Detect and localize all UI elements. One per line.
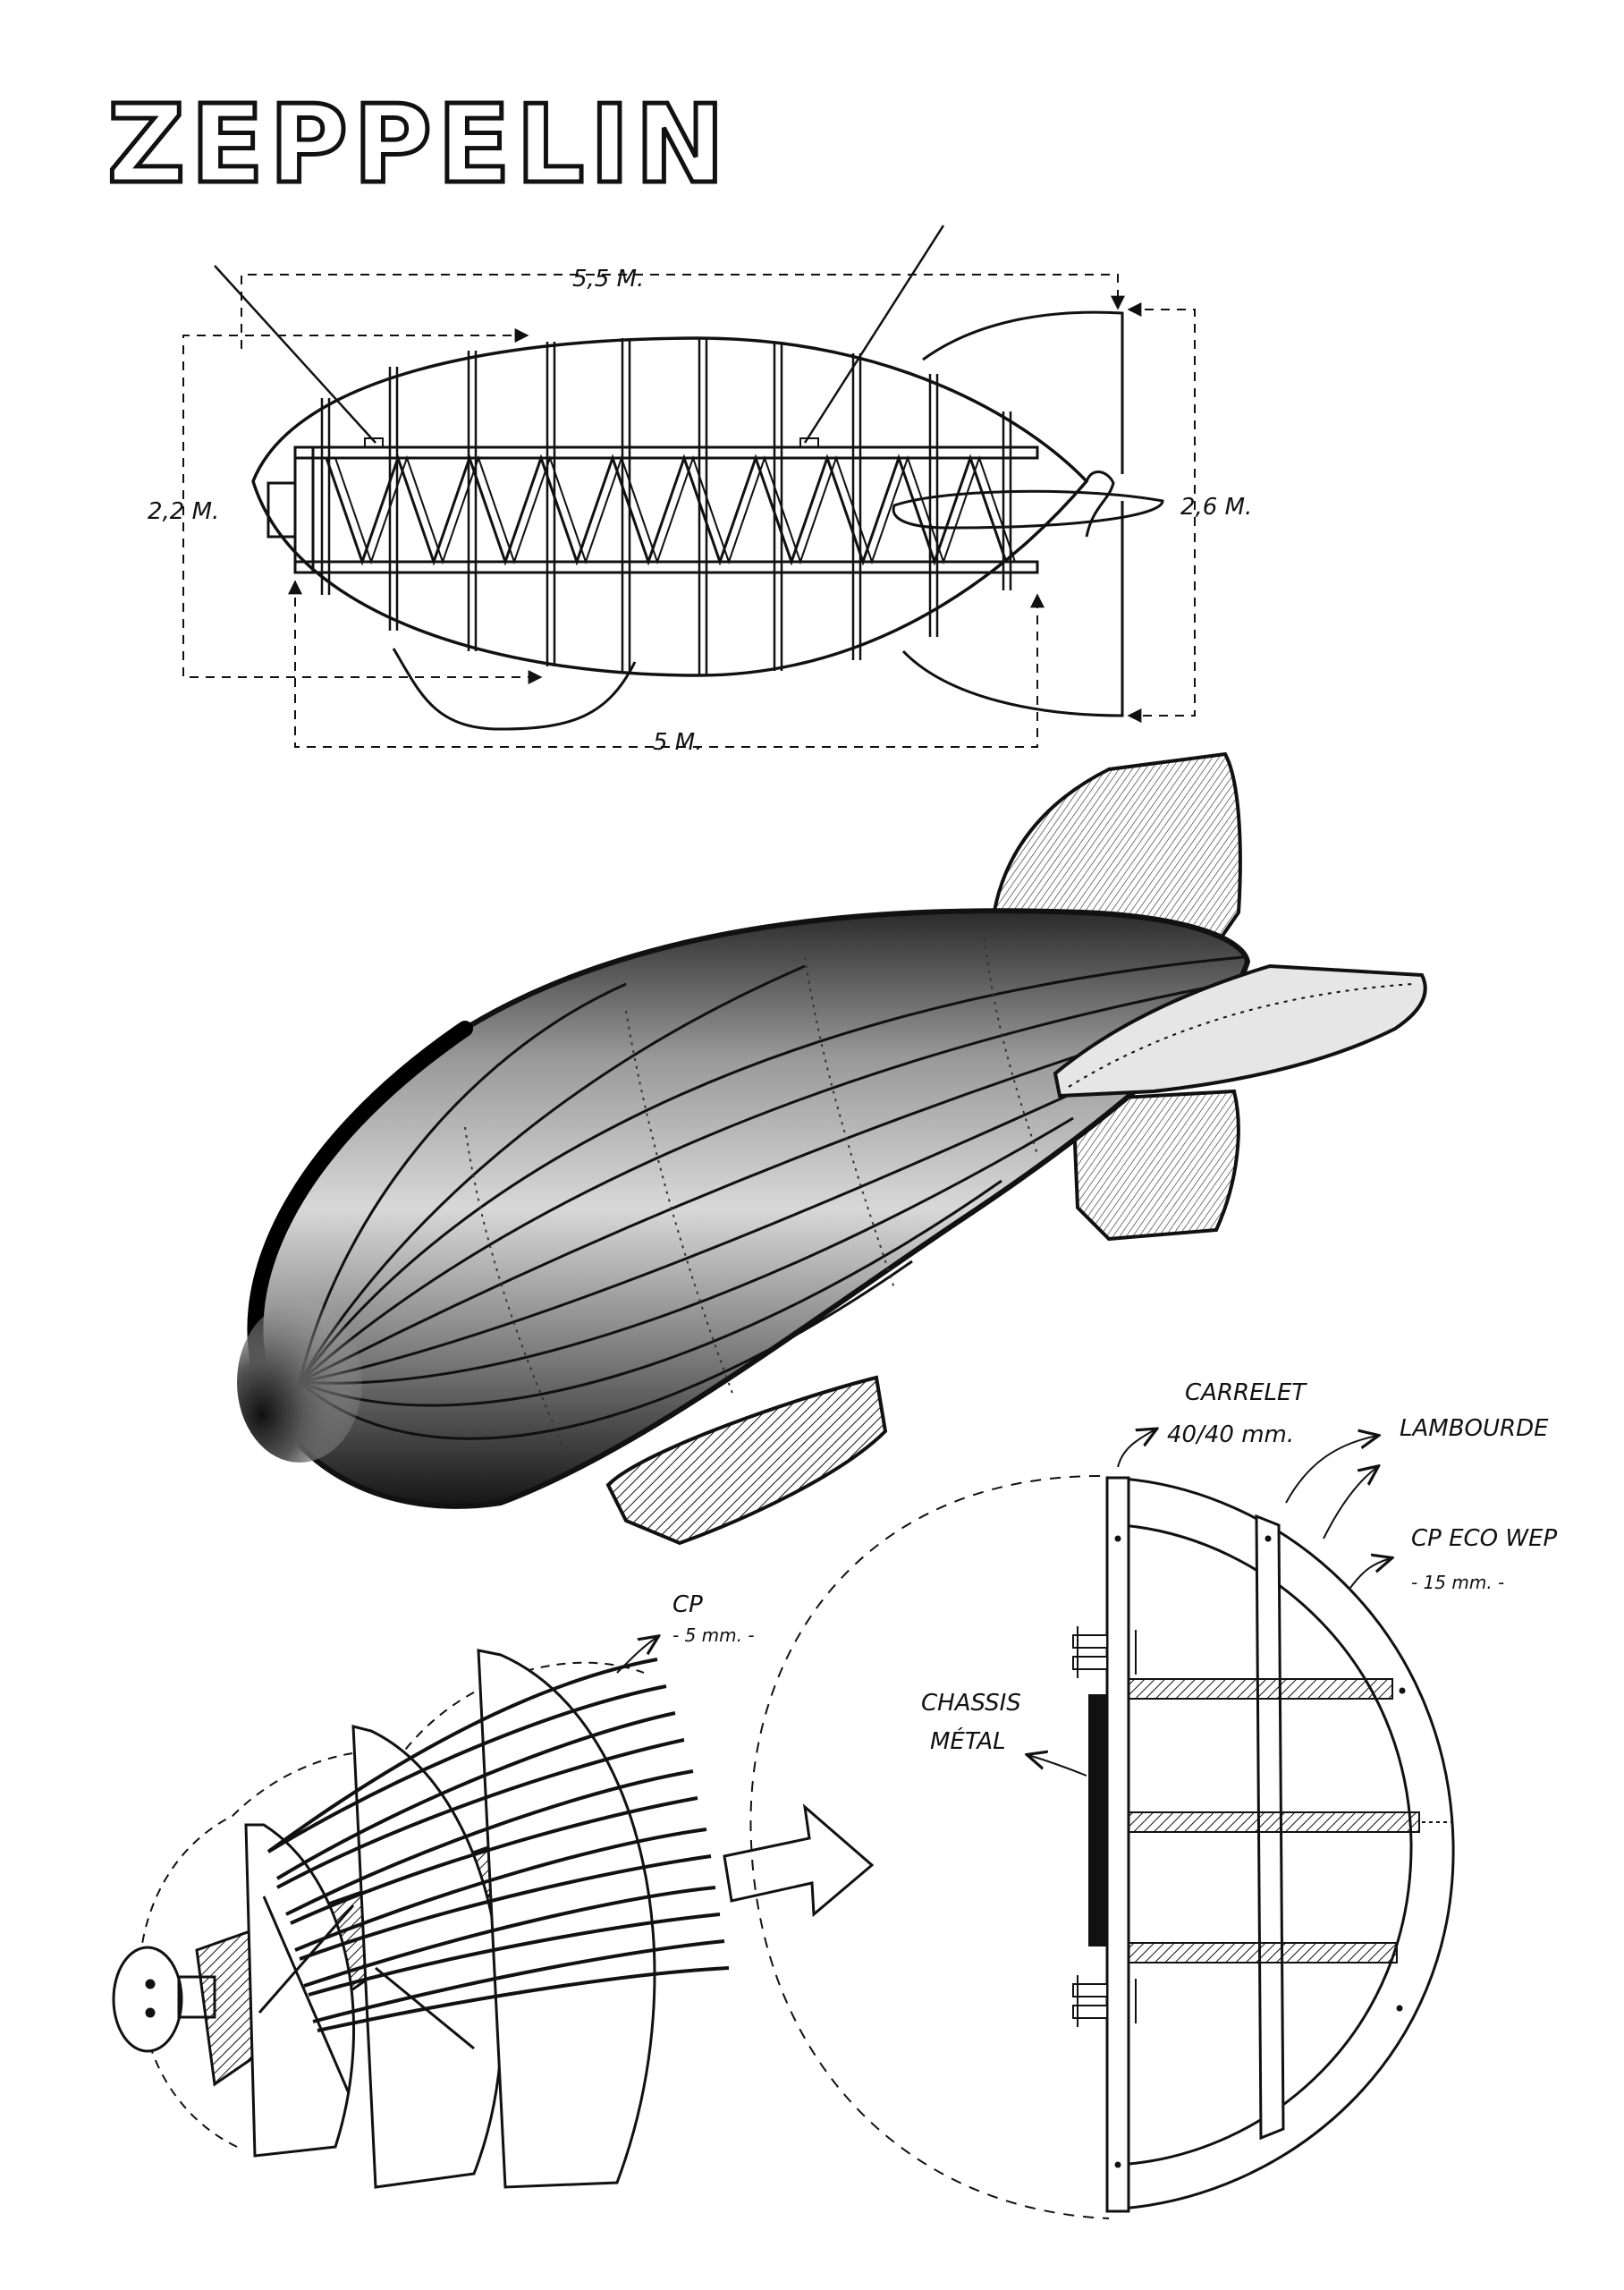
bolt-assembly-upper [1072,1626,1137,1678]
detail-dashed-circle [749,1475,1110,2219]
label-cp: CP [672,1591,703,1618]
strut-upper [1128,1678,1393,1700]
bottom-fin [901,501,1124,717]
render-stabilizer [1053,963,1427,1098]
direction-arrow [723,1803,875,1918]
label-cp-size: - 5 mm. - [672,1624,755,1646]
dim-height-right [1127,302,1196,723]
mooring-line-rear [803,225,945,444]
truss-girder [266,445,1039,574]
mooring-line-front [214,265,376,444]
dim-label-length-bottom: 5 M. [653,729,703,756]
dimension-lines [182,274,1196,748]
leader-lambourde [1285,1436,1377,1504]
top-fin [922,310,1124,474]
half-frame-detail [749,1475,1455,2219]
frame-ring-3 [477,1649,656,2189]
label-carrelet: CARRELET [1185,1379,1307,1406]
dim-length-bottom [288,580,1045,748]
label-chassis-line1: CHASSIS [921,1690,1021,1717]
label-chassis-line2: MÉTAL [930,1726,1006,1755]
label-lambourde: LAMBOURDE [1400,1415,1549,1442]
label-carrelet-size: 40/40 mm. [1167,1421,1294,1448]
leader-cp-eco-wep [1349,1558,1391,1589]
gondola-outline [392,648,637,731]
zeppelin-perspective-render [237,751,1427,1546]
detail-metal-chassis [1088,1694,1108,1946]
strut-middle [1128,1811,1420,1833]
render-gondola [605,1375,888,1546]
strut-lower [1128,1942,1398,1963]
tail-rudder [1085,471,1115,538]
dim-label-height-left: 2,2 M. [148,498,219,525]
leader-carrelet [1117,1429,1155,1468]
carrelet-beam [1105,1476,1130,2213]
render-lower-fin [1070,1089,1240,1242]
label-cp-eco-wep: CP ECO WEP [1411,1525,1558,1552]
dim-height-left [182,328,543,684]
page-title: ZEPPELIN [107,83,730,208]
leader-chassis [1028,1755,1087,1777]
bolt-assembly-lower [1072,1975,1137,2027]
dim-label-length-top: 5,5 M. [572,266,644,293]
label-cp-eco-wep-size: - 15 mm. - [1411,1572,1504,1593]
side-elevation-view [214,225,1164,731]
dim-length-top [241,274,1125,349]
rear-engine-pod [892,489,1164,530]
frame-ring-2 [351,1725,503,2189]
nose-frame-structure [112,1649,730,2189]
nose-cap [112,1946,183,2053]
dim-label-height-right: 2,6 M. [1180,494,1252,521]
leader-lambourde-2 [1323,1467,1377,1539]
